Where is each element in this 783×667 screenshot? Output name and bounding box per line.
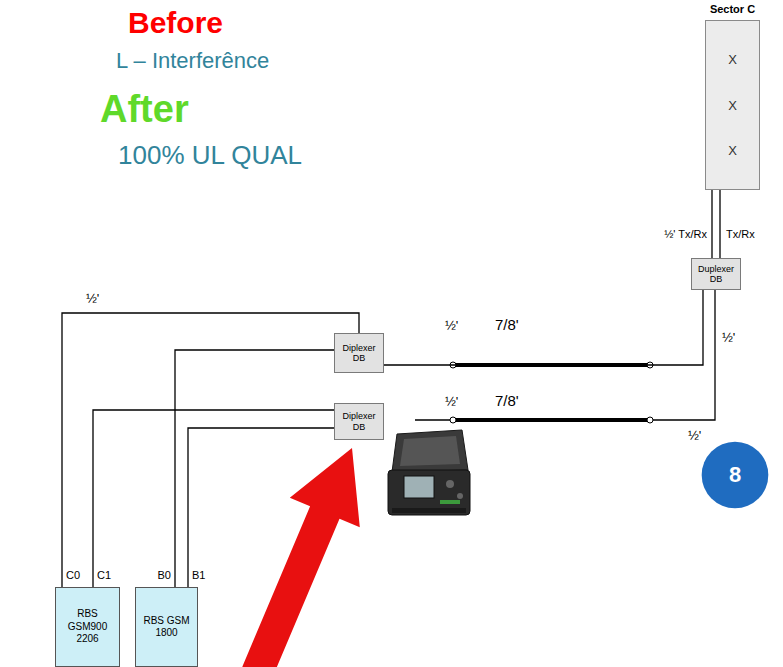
node-text: RBS GSM 1800: [140, 615, 193, 640]
port-label: B1: [192, 569, 205, 581]
antenna-panel: Sector CXXX: [705, 20, 760, 190]
node-text: Duplexer DB: [694, 264, 738, 285]
status-heading: After: [100, 88, 189, 131]
cable-size: 7/8': [495, 316, 519, 333]
port-label: B0: [158, 569, 171, 581]
cable-connector: [384, 290, 703, 365]
cable-size: ½': [445, 394, 458, 409]
cable-size: ½': [86, 291, 99, 306]
cable-connector: [93, 410, 334, 587]
cable-connector: [720, 190, 721, 258]
cable-connector: [712, 190, 713, 258]
node-text: X: [728, 52, 737, 67]
cable-connector: [175, 350, 334, 587]
cable-label: ½' Tx/Rx: [664, 228, 707, 240]
cable-label: Tx/Rx: [726, 228, 755, 240]
diplexer-box: Diplexer DB: [334, 333, 384, 373]
status-note: L – Interferênce: [116, 48, 269, 74]
connector-dot: [647, 417, 653, 423]
red-arrow: [242, 448, 359, 667]
feeder-cable: [453, 418, 650, 422]
cable-size: ½': [445, 318, 458, 333]
rbs-cabinet: RBS GSM900 2206: [55, 587, 120, 667]
cable-size: ½': [722, 330, 735, 345]
cable-size: ½': [688, 428, 701, 443]
cable-connector: [62, 313, 359, 587]
node-text: X: [728, 143, 737, 158]
cable-connector: [188, 428, 334, 587]
duplexer-box: Duplexer DB: [691, 258, 741, 290]
cable-size: 7/8': [495, 392, 519, 409]
port-label: C0: [66, 569, 80, 581]
node-text: Diplexer DB: [337, 411, 381, 432]
node-heading: Sector C: [710, 3, 755, 15]
node-text: Diplexer DB: [337, 343, 381, 364]
node-text: RBS GSM900 2206: [60, 608, 115, 646]
status-heading: Before: [128, 6, 223, 40]
connector-dot: [450, 417, 456, 423]
disconnected-feeder: [415, 290, 715, 420]
node-text: X: [728, 98, 737, 113]
callout-circle: 8: [701, 441, 769, 509]
node-text: 8: [729, 462, 741, 488]
diplexer-box: Diplexer DB: [334, 403, 384, 440]
port-label: C1: [97, 569, 111, 581]
test-instrument: [388, 430, 470, 515]
status-note: 100% UL QUAL: [118, 140, 302, 171]
rbs-cabinet: RBS GSM 1800: [135, 587, 198, 667]
